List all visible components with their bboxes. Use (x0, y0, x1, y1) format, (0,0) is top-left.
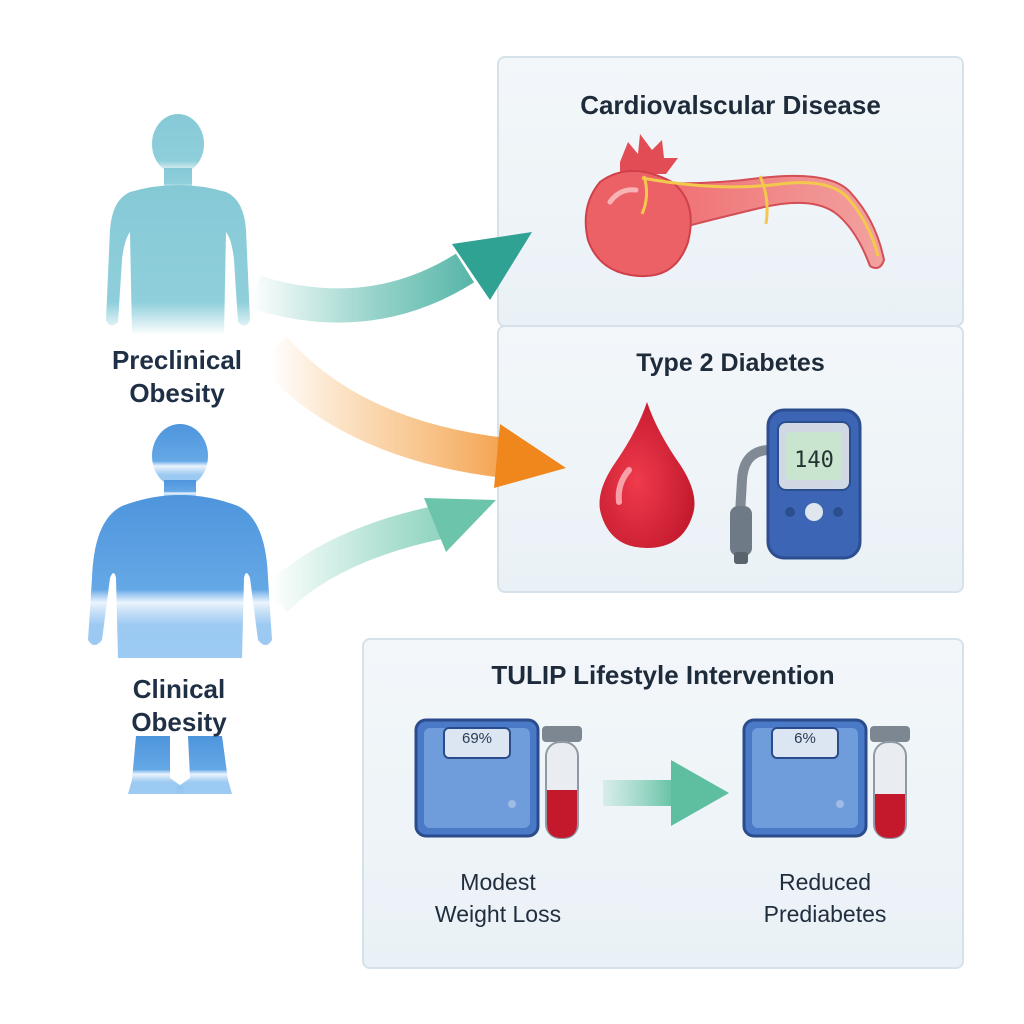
intervention-title: TULIP Lifestyle Intervention (491, 660, 835, 690)
blood-drop-icon (599, 402, 695, 548)
preclinical-label: Preclinical Obesity (82, 344, 272, 410)
after-caption-line2: Prediabetes (763, 901, 887, 927)
before-caption-line2: Weight Loss (434, 901, 562, 927)
arrow-clinical-to-diabetes (262, 498, 496, 613)
before-caption-line1: Modest (460, 869, 536, 895)
glucose-meter-icon (730, 408, 862, 564)
glucose-meter-reading: 140 (794, 448, 834, 473)
clinical-label-line2: Obesity (131, 707, 227, 737)
weight-scale-icon (414, 718, 540, 838)
after-caption-line1: Reduced (778, 869, 872, 895)
clinical-label: Clinical Obesity (84, 673, 274, 739)
clinical-person-icon (88, 424, 272, 794)
after-caption: Reduced Prediabetes (725, 866, 925, 930)
scale-before-display: 69% (461, 730, 493, 747)
heart-artery-icon (584, 134, 886, 278)
arrow-preclinical-to-cardio (249, 232, 532, 323)
blood-test-tube-icon (542, 726, 582, 839)
scale-after-display: 6% (794, 730, 816, 747)
before-caption: Modest Weight Loss (398, 866, 598, 930)
arrow-right-icon (603, 760, 729, 826)
clinical-label-line1: Clinical (132, 674, 226, 704)
cardiovascular-panel: Cardiovalscular Disease (497, 56, 964, 327)
blood-test-tube-icon (870, 726, 910, 839)
diabetes-title: Type 2 Diabetes (636, 349, 825, 377)
arrow-preclinical-to-diabetes (256, 336, 566, 488)
preclinical-label-line1: Preclinical (111, 345, 243, 375)
preclinical-person-icon (106, 114, 250, 335)
cardiovascular-title: Cardiovalscular Disease (580, 90, 881, 120)
weight-scale-icon (742, 718, 868, 838)
preclinical-label-line2: Obesity (129, 378, 225, 408)
